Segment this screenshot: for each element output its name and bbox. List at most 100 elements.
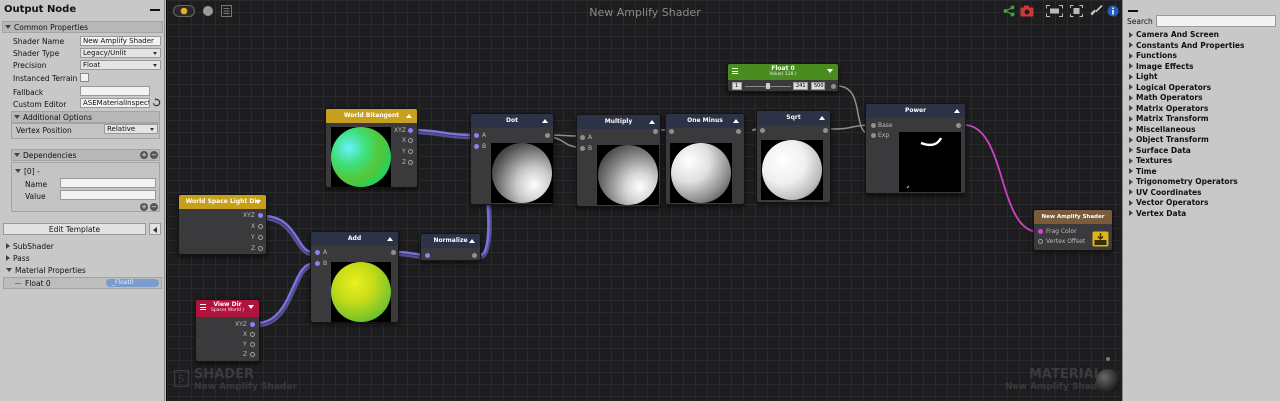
reset-icon[interactable]: [152, 98, 161, 107]
category-item[interactable]: UV Coordinates: [1129, 188, 1202, 197]
subshader-foldout[interactable]: SubShader: [6, 240, 54, 252]
output-port-z[interactable]: [250, 352, 255, 357]
output-port-x[interactable]: [250, 332, 255, 337]
add-dependency-icon[interactable]: +: [140, 151, 148, 159]
node-sqrt[interactable]: Sqrt: [756, 110, 831, 203]
expand-arrow-icon[interactable]: [248, 305, 254, 309]
node-canvas[interactable]: New Amplify Shader S SHADER New Amplify …: [166, 0, 1122, 401]
node-header[interactable]: Sqrt: [757, 111, 830, 125]
remove-item-icon[interactable]: −: [150, 203, 158, 211]
node-header[interactable]: Add: [311, 232, 398, 246]
category-item[interactable]: Matrix Operators: [1129, 104, 1208, 113]
vertex-position-dropdown[interactable]: Relative: [104, 124, 158, 134]
input-port-exp[interactable]: [871, 133, 876, 138]
menu-icon[interactable]: [200, 304, 206, 310]
menu-icon[interactable]: [732, 68, 738, 74]
node-world-space-light-dir[interactable]: World Space Light Dir XYZ X Y Z: [178, 194, 267, 255]
category-item[interactable]: Trigonometry Operators: [1129, 177, 1238, 186]
category-item[interactable]: Image Effects: [1129, 62, 1194, 71]
float-min-field[interactable]: 1: [732, 82, 742, 90]
output-port[interactable]: [653, 129, 658, 134]
additional-options-header[interactable]: [11, 111, 160, 123]
category-item[interactable]: Constants And Properties: [1129, 41, 1244, 50]
output-port[interactable]: [831, 84, 836, 89]
node-header[interactable]: Multiply: [577, 115, 660, 129]
dependency-item-foldout[interactable]: [0] -: [15, 165, 40, 177]
category-item[interactable]: Textures: [1129, 156, 1172, 165]
dependency-name-field[interactable]: [60, 178, 156, 188]
output-port-y[interactable]: [258, 235, 263, 240]
open-shader-icon[interactable]: [221, 5, 232, 17]
help-info-icon[interactable]: [1107, 5, 1119, 17]
output-port-y[interactable]: [408, 149, 413, 154]
node-header[interactable]: One Minus: [666, 114, 744, 128]
collapse-arrow-icon[interactable]: [954, 109, 960, 113]
output-port[interactable]: [472, 253, 477, 258]
cleanup-brush-icon[interactable]: [1090, 5, 1103, 17]
edit-template-button[interactable]: Edit Template: [3, 223, 146, 235]
category-item[interactable]: Light: [1129, 72, 1158, 81]
float-value-field[interactable]: 241: [793, 82, 808, 90]
node-header[interactable]: Dot: [471, 114, 553, 128]
expand-arrow-icon[interactable]: [827, 69, 833, 73]
collapse-arrow-icon[interactable]: [542, 119, 548, 123]
float-max-field[interactable]: 500: [811, 82, 825, 90]
drag-handle-icon[interactable]: [15, 283, 21, 284]
add-item-icon[interactable]: +: [140, 203, 148, 211]
input-port-b[interactable]: [580, 146, 585, 151]
clean-nodes-icon[interactable]: [202, 5, 214, 17]
output-port[interactable]: [736, 129, 741, 134]
float-slider-thumb[interactable]: [766, 83, 770, 89]
input-port[interactable]: [669, 129, 674, 134]
category-item[interactable]: Surface Data: [1129, 146, 1191, 155]
node-normalize[interactable]: Normalize: [420, 233, 481, 261]
pass-foldout[interactable]: Pass: [6, 252, 30, 264]
dependencies-foldout[interactable]: Dependencies: [14, 149, 76, 161]
category-item[interactable]: Math Operators: [1129, 93, 1203, 102]
dependency-value-field[interactable]: [60, 190, 156, 200]
output-port-x[interactable]: [258, 224, 263, 229]
category-item[interactable]: Time: [1129, 167, 1157, 176]
output-port-z[interactable]: [408, 160, 413, 165]
node-add[interactable]: Add A B: [310, 231, 399, 323]
node-output[interactable]: New Amplify Shader Frag Color Vertex Off…: [1033, 209, 1113, 251]
input-port-frag-color[interactable]: [1038, 229, 1043, 234]
precision-dropdown[interactable]: Float: [80, 60, 161, 70]
float0-property-pill[interactable]: _Float0: [106, 279, 159, 287]
material-properties-foldout[interactable]: Material Properties: [6, 264, 86, 276]
share-icon[interactable]: [1003, 5, 1015, 17]
output-port-z[interactable]: [258, 246, 263, 251]
node-power[interactable]: Power Base Exp: [865, 103, 966, 194]
input-port-base[interactable]: [871, 123, 876, 128]
focus-selected-icon[interactable]: [1046, 5, 1063, 17]
frame-all-icon[interactable]: [1070, 5, 1083, 17]
output-port[interactable]: [545, 133, 550, 138]
input-port[interactable]: [760, 128, 765, 133]
save-output-icon[interactable]: [1092, 231, 1109, 247]
collapse-arrow-icon[interactable]: [819, 116, 825, 120]
category-item[interactable]: Vector Operators: [1129, 198, 1208, 207]
input-port-b[interactable]: [474, 144, 479, 149]
output-port-xyz[interactable]: [258, 213, 263, 218]
collapse-arrow-icon[interactable]: [387, 237, 393, 241]
node-dot[interactable]: Dot A B: [470, 113, 554, 205]
category-item[interactable]: Logical Operators: [1129, 83, 1211, 92]
input-port-vertex-offset[interactable]: [1038, 239, 1043, 244]
collapse-arrow-icon[interactable]: [406, 114, 412, 118]
dependencies-header[interactable]: [11, 149, 160, 161]
category-item[interactable]: Object Transform: [1129, 135, 1209, 144]
collapse-arrow-icon[interactable]: [469, 239, 475, 243]
input-port-a[interactable]: [315, 250, 320, 255]
output-port[interactable]: [956, 123, 961, 128]
additional-options-foldout[interactable]: Additional Options: [14, 111, 92, 123]
collapse-left-button[interactable]: [149, 223, 161, 235]
category-item[interactable]: Functions: [1129, 51, 1177, 60]
input-port-b[interactable]: [315, 261, 320, 266]
node-header[interactable]: Power: [866, 104, 965, 118]
output-port-x[interactable]: [408, 138, 413, 143]
node-one-minus[interactable]: One Minus: [665, 113, 745, 205]
category-item[interactable]: Miscellaneous: [1129, 125, 1196, 134]
